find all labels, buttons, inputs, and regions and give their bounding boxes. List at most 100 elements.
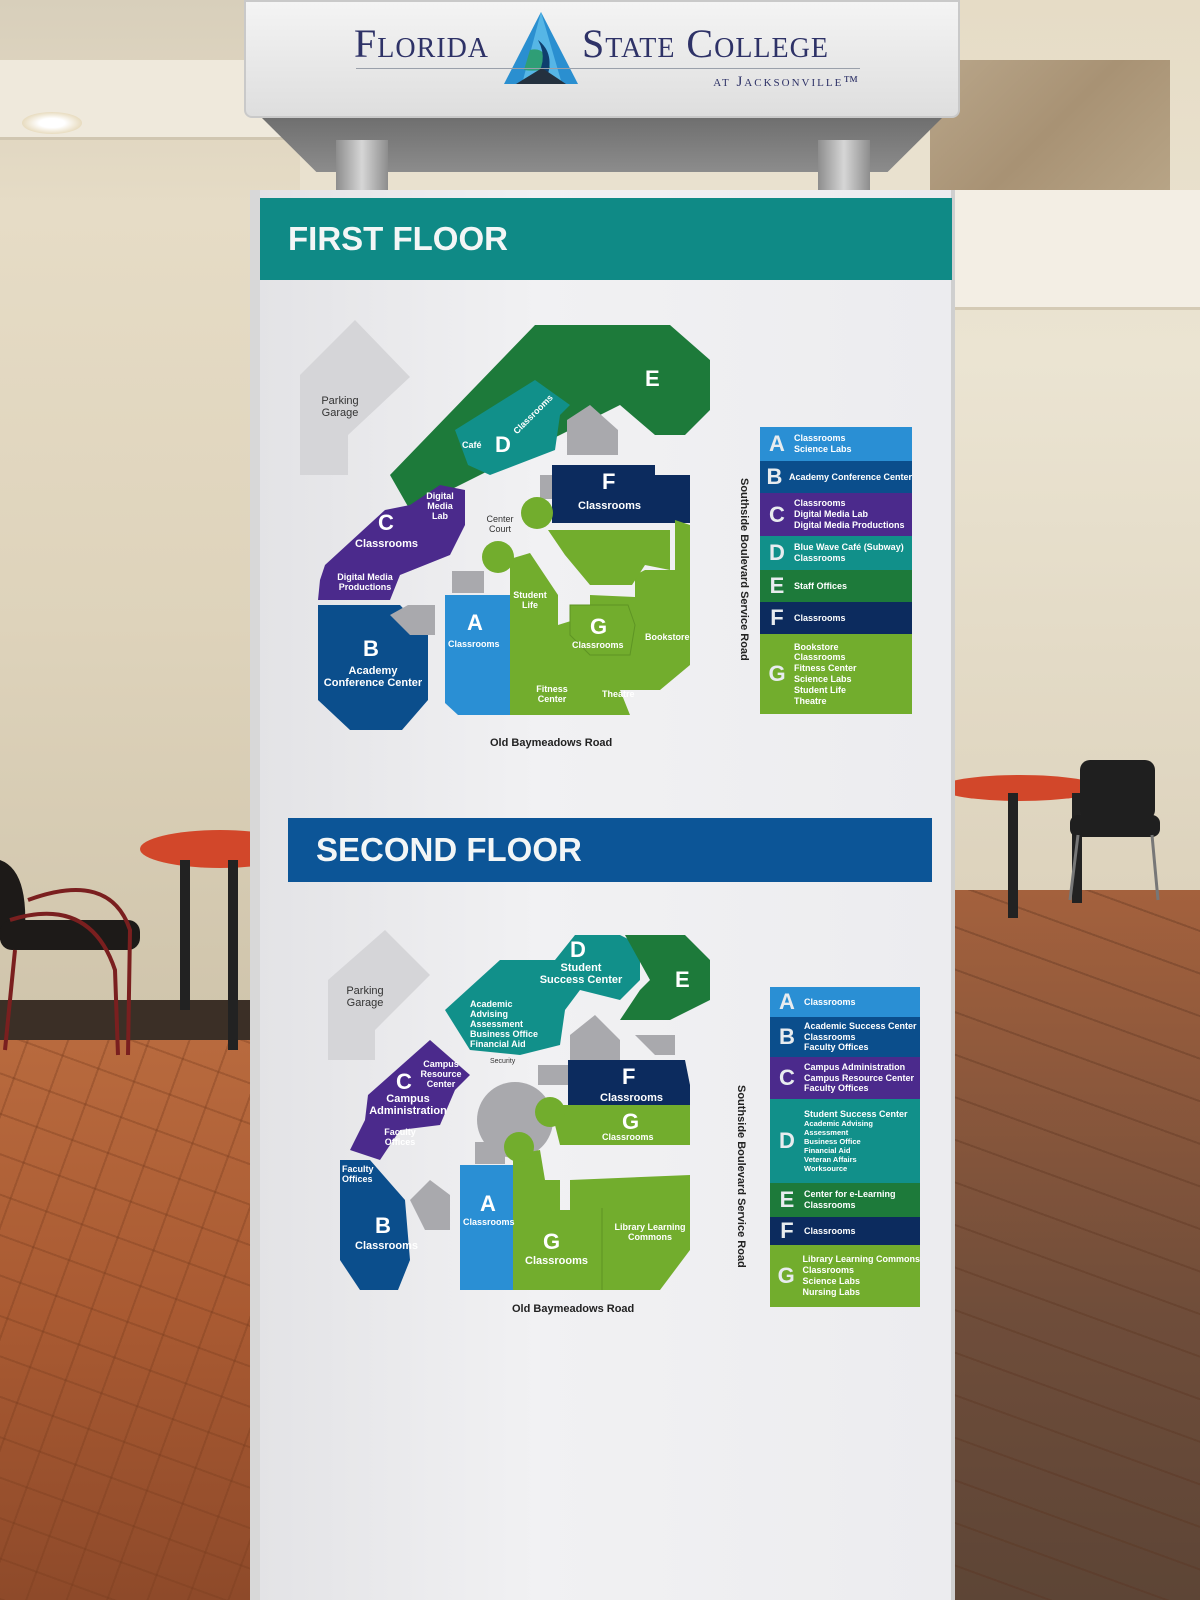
legend-letter: B [779,1024,795,1049]
legend-sub-item: Veteran Affairs [804,1155,857,1165]
legend-row-f: F Classrooms [770,1217,920,1245]
faculty-offices-b-label: Faculty Offices [342,1164,374,1184]
legend-row-d: D Student Success Center Academic Advisi… [770,1099,920,1183]
legend-sub-item: Academic Advising [804,1119,873,1129]
legend-letter: F [770,605,784,630]
legend-row-e: E Staff Offices [760,570,912,602]
legend-letter: D [779,1128,795,1153]
security-label: Security [490,1058,516,1065]
legend-item: Classrooms [794,612,846,623]
road-old-baymeadows-1: Old Baymeadows Road [490,737,613,749]
legend-item: Classrooms [802,1265,854,1276]
college-logo: Florida State College at Jacksonville™ [350,8,870,98]
legend-item: Digital Media Lab [794,509,869,520]
legend-item: Student Life [794,684,846,695]
second-floor-header: SECOND FLOOR [288,818,932,882]
kiosk-cap [244,0,960,118]
parking-garage-label-2: Parking Garage [346,985,384,1010]
wing-b-text-1: Academy Conference Center [323,665,423,690]
legend-item: Classrooms [794,433,846,444]
legend-item: Student Success Center [804,1108,908,1119]
wing-g2-letter: G [622,1109,640,1134]
legend-item: Blue Wave Café (Subway) [794,542,904,553]
first-floor-header: FIRST FLOOR [260,198,952,280]
legend-item: Theatre [794,695,827,706]
wing-c-text-1: Classrooms [355,538,418,550]
wing-f-letter-2: F [622,1064,636,1089]
wing-c-text-2: Campus Administration [369,1093,447,1118]
second-floor-map-shapes [328,930,710,1290]
wing-c-letter-2: C [396,1069,412,1094]
legend-item: Faculty Offices [804,1083,869,1094]
second-floor-map: Parking Garage D Student Success Center … [320,930,730,1330]
background-tile-floor-right [930,890,1200,1600]
wing-c-letter-1: C [378,510,394,535]
wing-g-letter-1: G [590,614,608,639]
first-floor-map-shapes [300,320,710,730]
legend-item: Campus Resource Center [804,1072,915,1083]
road-southside-service-2: Southside Boulevard Service Road [735,1085,747,1268]
legend-item: Center for e-Learning [804,1189,896,1200]
wing-e-letter-1: E [645,366,660,391]
legend-item: Faculty Offices [804,1042,869,1053]
legend-item: Science Labs [794,674,852,684]
legend-sub-item: Business Office [804,1137,861,1147]
wing-b-letter-2: B [375,1213,391,1238]
first-floor-title: FIRST FLOOR [288,220,508,257]
legend-letter: G [777,1263,795,1288]
legend-letter: D [769,540,785,565]
wing-e-letter-2: E [675,967,690,992]
brand-subtitle: at Jacksonville™ [713,74,860,90]
wing-f-text-2: Classrooms [600,1092,663,1104]
legend-item: Science Labs [794,444,852,454]
legend-letter: E [779,1187,795,1212]
triangle-logo-icon [504,12,578,84]
brand-divider [356,68,860,69]
wing-f-text-1: Classrooms [578,500,641,512]
legend-sub-item: Assessment [804,1128,849,1138]
campus-resource-center-label: Campus Resource Center [420,1059,462,1089]
library-learning-commons-label: Library Learning Commons [614,1222,686,1242]
wing-g2-text: Classrooms [602,1132,654,1142]
legend-letter: A [769,431,785,456]
legend-letter: G [768,661,786,686]
brand-name-right: State College [582,21,829,66]
wing-b-letter-1: B [363,636,379,661]
legend-row-a: A Classrooms [770,987,920,1017]
legend-item: Bookstore [794,641,839,652]
legend-item: Classrooms [804,1225,856,1236]
wing-d-letter-1: D [495,432,511,457]
legend-sub-item: Worksource [804,1164,848,1174]
digital-media-lab-label: Digital Media Lab [426,491,454,521]
wing-a-letter-1: A [467,610,483,635]
digital-media-productions-label: Digital Media Productions [337,572,393,592]
legend-item: Science Labs [802,1276,860,1286]
faculty-offices-c-label: Faculty Offices [384,1127,416,1147]
wing-a-text-1: Classrooms [448,639,500,649]
legend-item: Classrooms [794,498,846,509]
theatre-label: Theatre [602,689,635,699]
legend-row-f: F Classrooms [760,602,912,634]
parking-garage-label-1: Parking Garage [321,395,359,420]
fitness-center-label: Fitness Center [536,684,568,704]
legend-item: Campus Administration [804,1061,906,1072]
wing-b-text-2: Classrooms [355,1240,418,1252]
legend-item: Digital Media Productions [794,519,905,530]
legend-item: Classrooms [804,1200,856,1210]
legend-item: Staff Offices [794,580,848,591]
legend-item: Classrooms [794,553,846,563]
brand-name-left: Florida [354,21,490,66]
chair-right [1060,760,1170,915]
legend-letter: A [779,989,795,1014]
bookstore-label: Bookstore [645,632,690,642]
wing-d-letter-2: D [570,937,586,962]
wing-g-text-1: Classrooms [572,640,624,650]
legend-letter: B [766,464,783,489]
legend-sub-item: Financial Aid [804,1146,851,1156]
